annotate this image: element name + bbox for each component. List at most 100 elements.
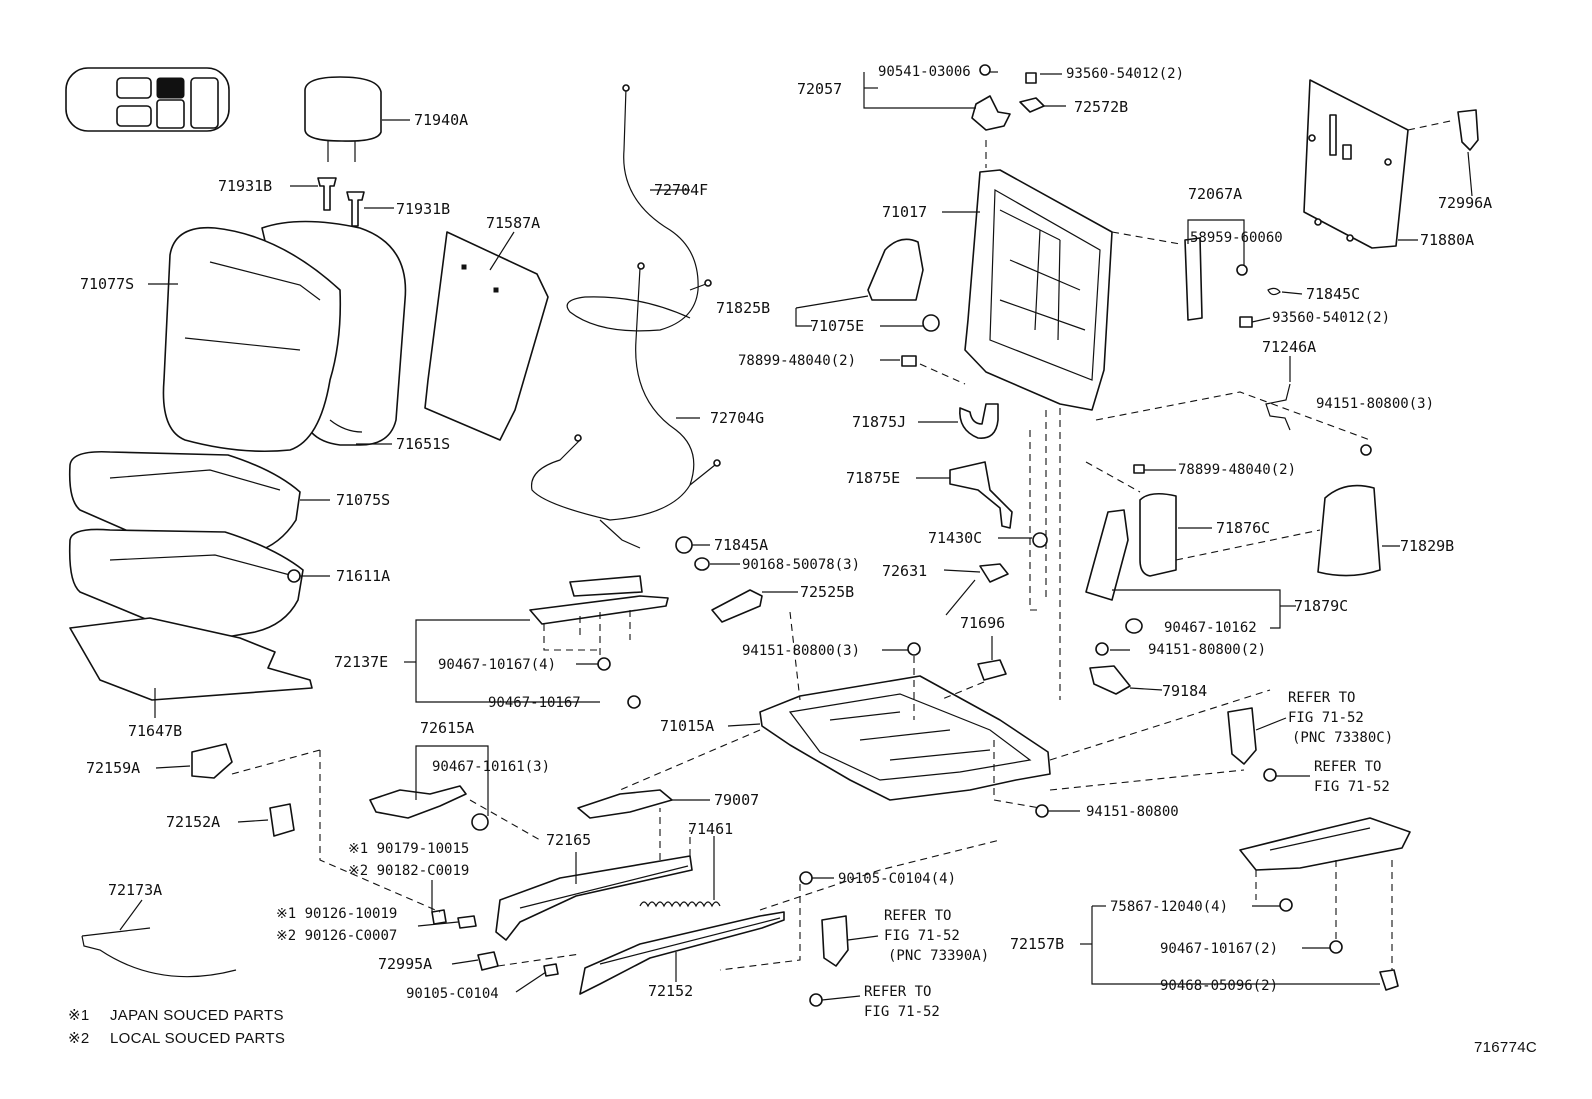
part-number-label: 71875E — [846, 469, 900, 487]
track-spring-part — [639, 901, 721, 908]
bottom-pad-part — [69, 617, 313, 701]
part-number-label: 90467-10161(3) — [432, 759, 550, 775]
hinge-link-part — [1265, 383, 1372, 456]
footnote-text: JAPAN SOUCED PARTS — [110, 1007, 284, 1024]
part-number-label: 72704G — [710, 409, 764, 427]
reference-note: REFER TO — [884, 908, 951, 924]
part-number-label: 90467-10162 — [1164, 620, 1257, 636]
reference-note: FIG 71-52 — [1314, 779, 1390, 795]
part-number-label: 94151-80800(2) — [1148, 642, 1266, 658]
part-number-label: 90168-50078(3) — [742, 557, 860, 573]
reference-note: FIG 71-52 — [1288, 710, 1364, 726]
part-number-label: 71845A — [714, 536, 768, 554]
cushion-cover-part — [68, 450, 301, 562]
seatbelt-buckle-part — [1227, 707, 1257, 765]
reference-note: (PNC 73380C) — [1292, 730, 1393, 746]
part-number-label: 71880A — [1420, 231, 1474, 249]
lock-bracket-part — [1184, 237, 1281, 321]
part-number-label: 71430C — [928, 529, 982, 547]
track-bracket-part — [369, 785, 489, 831]
seatback-board-part — [424, 231, 549, 441]
reference-note: REFER TO — [864, 984, 931, 1000]
part-number-label: 72996A — [1438, 194, 1492, 212]
reference-note: REFER TO — [1314, 759, 1381, 775]
seat-track-part-2 — [579, 911, 785, 995]
wire-part — [81, 927, 237, 978]
part-number-label: 71931B — [396, 200, 450, 218]
part-number-label: 94151-80800(3) — [742, 643, 860, 659]
part-number-label: 71015A — [660, 717, 714, 735]
part-number-label: 72152A — [166, 813, 220, 831]
seat-position-locator-icon — [65, 67, 230, 132]
headrest-part — [304, 76, 382, 162]
footnote-mark: ※1 — [68, 1007, 90, 1024]
bracket-part-2 — [577, 789, 673, 819]
part-number-label: 72057 — [797, 80, 842, 98]
small-cover-part-2 — [269, 803, 295, 837]
part-number-label: 71845C — [1306, 285, 1360, 303]
part-number-label: 71077S — [80, 275, 134, 293]
part-number-label: 72067A — [1188, 185, 1242, 203]
part-number-label: 90541-03006 — [878, 64, 971, 80]
grommet-part — [675, 536, 710, 571]
footnote-mark: ※2 — [68, 1030, 90, 1047]
part-number-label: 72159A — [86, 759, 140, 777]
part-number-label: ※1 90126-10019 — [276, 906, 397, 922]
part-number-label: 79184 — [1162, 682, 1207, 700]
cap-part — [1032, 532, 1048, 548]
reference-note: FIG 71-52 — [884, 928, 960, 944]
part-number-label: 78899-48040(2) — [1178, 462, 1296, 478]
leader-lines — [119, 71, 1473, 1001]
side-shield-part — [1317, 484, 1381, 577]
part-number-label: 72615A — [420, 719, 474, 737]
part-number-label: 93560-54012(2) — [1066, 66, 1184, 82]
part-number-label: 71461 — [688, 820, 733, 838]
part-number-label: 71879C — [1294, 597, 1348, 615]
top-bracket-part — [971, 64, 1045, 131]
part-number-label: 90467-10167(2) — [1160, 941, 1278, 957]
bracket-part — [1089, 665, 1131, 695]
latch-part — [977, 659, 1007, 681]
reference-note: (PNC 73390A) — [888, 948, 989, 964]
part-number-label: 71829B — [1400, 537, 1454, 555]
release-cable-part — [566, 84, 712, 332]
part-number-label: 90105-C0104(4) — [838, 871, 956, 887]
part-number-label: 71696 — [960, 614, 1005, 632]
part-number-label: 72572B — [1074, 98, 1128, 116]
part-number-label: 71587A — [486, 214, 540, 232]
clip-part — [431, 909, 559, 977]
back-board-part — [1303, 79, 1409, 249]
side-cover-part — [867, 238, 940, 332]
part-number-label: 72152 — [648, 982, 693, 1000]
part-number-label: 90467-10167(4) — [438, 657, 556, 673]
part-number-label: 71611A — [336, 567, 390, 585]
part-number-label: 71017 — [882, 203, 927, 221]
part-number-label: 72173A — [108, 881, 162, 899]
reference-note: FIG 71-52 — [864, 1004, 940, 1020]
part-number-label: ※1 90179-10015 — [348, 841, 469, 857]
part-number-label: 71651S — [396, 435, 450, 453]
part-number-label: 71075S — [336, 491, 390, 509]
part-number-label: 71876C — [1216, 519, 1270, 537]
part-number-label: 94151-80800(3) — [1316, 396, 1434, 412]
release-cable-part-2 — [530, 262, 721, 549]
guide-lines — [231, 119, 1456, 971]
part-number-label: 72165 — [546, 831, 591, 849]
part-number-label: 72631 — [882, 562, 927, 580]
part-number-label: 71075E — [810, 317, 864, 335]
seat-track-part — [495, 855, 693, 941]
figure-id: 716774C — [1474, 1039, 1537, 1056]
arm-part — [711, 589, 763, 623]
part-number-label: ※2 90126-C0007 — [276, 928, 397, 944]
part-number-label: 90467-10167 — [488, 695, 581, 711]
part-number-label: 71875J — [852, 413, 906, 431]
part-number-label: 72137E — [334, 653, 388, 671]
part-number-label: 94151-80800 — [1086, 804, 1179, 820]
cushion-frame-part — [759, 675, 1051, 801]
part-number-label: 71931B — [218, 177, 272, 195]
nut-icon — [597, 618, 1343, 1007]
headrest-guide-part — [317, 177, 365, 227]
part-number-label: 72525B — [800, 583, 854, 601]
part-number-label: 75867-12040(4) — [1110, 899, 1228, 915]
